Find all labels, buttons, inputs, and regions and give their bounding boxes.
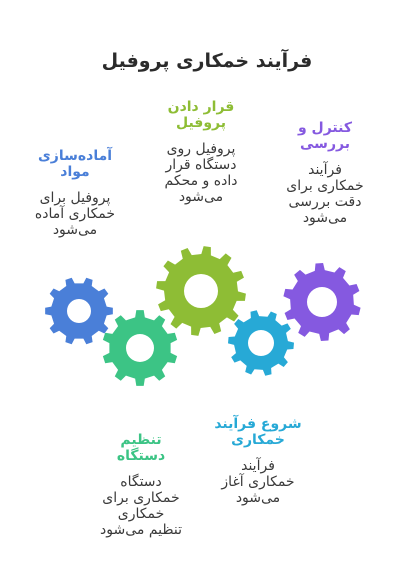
gear-cyan-icon xyxy=(228,310,294,376)
step-prepare-title-line: مواد xyxy=(60,164,90,180)
step-start-text-line: می‌شود xyxy=(235,490,281,506)
step-prepare-text-line: می‌شود xyxy=(52,222,98,238)
step-control-title-line: بررسی xyxy=(300,136,350,152)
step-decide-title: قرار دادن پروفیل xyxy=(146,99,256,131)
step-control-text-line: خمکاری برای xyxy=(286,178,364,194)
step-adjust-text-line: خمکاری برای xyxy=(102,490,180,506)
step-control-title: کنترل و بررسی xyxy=(266,120,384,152)
step-decide-title-line: قرار دادن xyxy=(167,99,235,115)
step-adjust-text: دستگاه خمکاری برای خمکاری تنظیم می‌شود xyxy=(84,474,198,538)
step-control-text-line: دقت بررسی xyxy=(288,194,362,210)
page-title: فرآیند خمکاری پروفیل xyxy=(101,50,313,72)
step-decide-text-line: داده و محکم xyxy=(164,173,238,189)
step-decide-text-line: می‌شود xyxy=(178,189,224,205)
step-adjust: تنظیم دستگاه دستگاه خمکاری برای خمکاری ت… xyxy=(84,432,198,538)
gear-green-icon xyxy=(102,310,178,386)
step-prepare-title: آماده‌سازی مواد xyxy=(20,148,130,180)
step-start-title-line: شروع فرآیند xyxy=(214,416,302,432)
step-start-text-line: خمکاری آغاز xyxy=(221,474,295,490)
step-start: شروع فرآیند خمکاری فرآیند خمکاری آغاز می… xyxy=(202,416,314,506)
step-adjust-text-line: تنظیم می‌شود xyxy=(100,522,182,538)
step-decide-title-line: پروفیل xyxy=(175,115,227,131)
step-control-text: فرآیند خمکاری برای دقت بررسی می‌شود xyxy=(266,162,384,226)
gear-blue-icon xyxy=(45,277,113,345)
step-decide-text: پروفیل روی دستگاه قرار داده و محکم می‌شو… xyxy=(146,141,256,205)
step-adjust-text-line: دستگاه xyxy=(120,474,162,490)
step-control-text-line: فرآیند xyxy=(308,162,342,178)
step-start-text: فرآیند خمکاری آغاز می‌شود xyxy=(202,458,314,506)
step-start-text-line: فرآیند xyxy=(241,458,275,474)
step-control-text-line: می‌شود xyxy=(302,210,348,226)
step-prepare-title-line: آماده‌سازی xyxy=(37,148,113,164)
step-control: کنترل و بررسی فرآیند خمکاری برای دقت برر… xyxy=(266,120,384,226)
step-prepare-text: پروفیل برای خمکاری آماده می‌شود xyxy=(20,190,130,238)
step-adjust-title: تنظیم دستگاه xyxy=(84,432,198,464)
step-prepare-text-line: خمکاری آماده xyxy=(34,206,116,222)
step-control-title-line: کنترل و xyxy=(297,120,352,136)
step-adjust-title-line: دستگاه xyxy=(116,448,166,464)
step-decide: قرار دادن پروفیل پروفیل روی دستگاه قرار … xyxy=(146,99,256,205)
gear-lime-icon xyxy=(156,246,246,336)
step-decide-text-line: پروفیل روی xyxy=(166,141,236,157)
step-prepare: آماده‌سازی مواد پروفیل برای خمکاری آماده… xyxy=(20,148,130,238)
step-prepare-text-line: پروفیل برای xyxy=(39,190,111,206)
step-decide-text-line: دستگاه قرار xyxy=(165,157,237,173)
step-start-title: شروع فرآیند خمکاری xyxy=(202,416,314,448)
step-adjust-text-line: خمکاری xyxy=(117,506,165,522)
step-start-title-line: خمکاری xyxy=(231,432,285,448)
gear-purple-icon xyxy=(283,263,361,341)
step-adjust-title-line: تنظیم xyxy=(120,432,162,448)
